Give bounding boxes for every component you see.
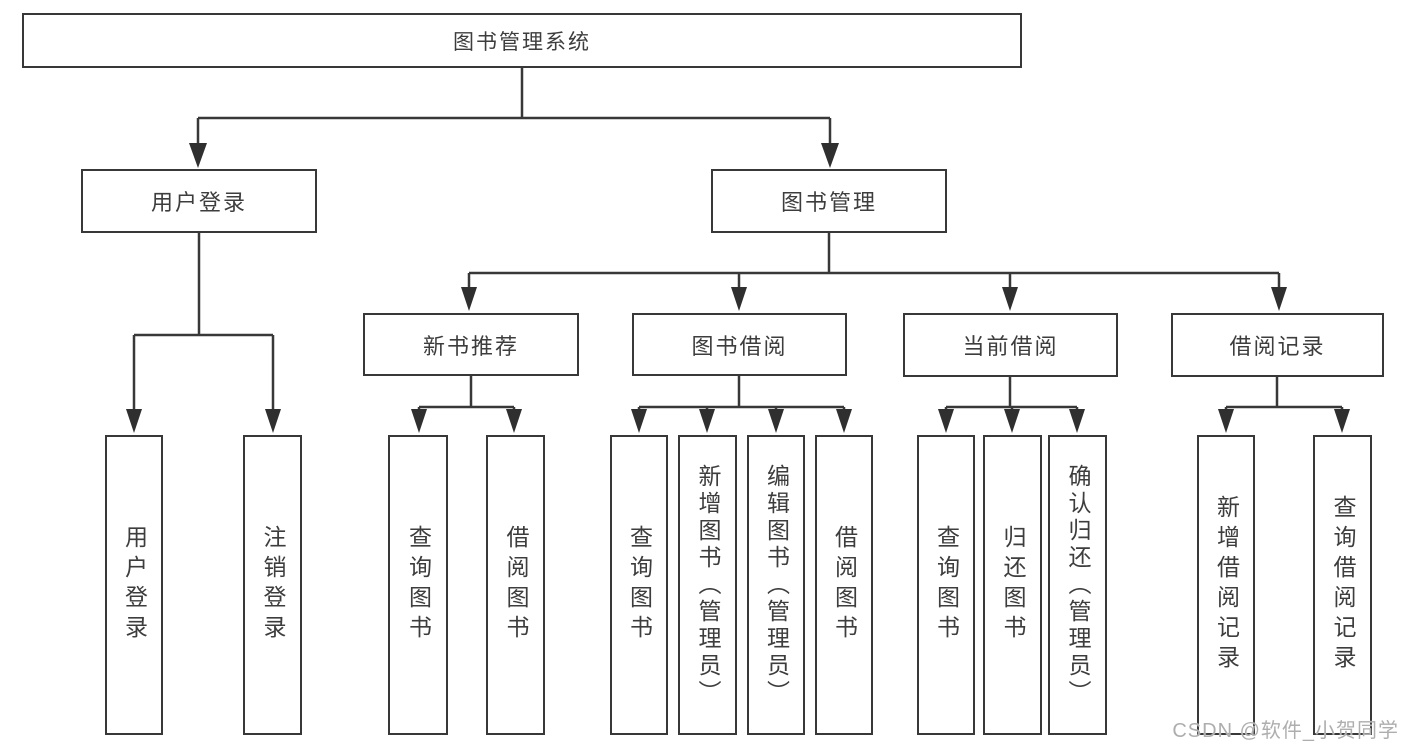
leaf-label: 确认归还（管理员） (1065, 463, 1091, 707)
watermark: CSDN @软件_小贺同学 (1172, 720, 1399, 742)
node-user-login-label: 用户登录 (150, 190, 247, 215)
leaf-label: 注销登录 (260, 525, 286, 645)
connector-root (196, 68, 832, 148)
node-current-borrow-label: 当前借阅 (962, 334, 1059, 359)
leaf-label: 查询借阅记录 (1330, 495, 1356, 675)
leaf-label: 查询图书 (626, 525, 653, 645)
leaf-add-borrow-record: 新增借阅记录 (1197, 435, 1255, 735)
leaf-label: 用户登录 (121, 525, 148, 645)
leaf-label: 归还图书 (1000, 525, 1026, 645)
node-book-management-label: 图书管理 (780, 190, 877, 215)
node-root-label: 图书管理系统 (453, 30, 591, 54)
connector-records (1224, 377, 1344, 413)
node-current-borrow: 当前借阅 (903, 313, 1118, 377)
node-borrow-records: 借阅记录 (1171, 313, 1384, 377)
leaf-borrow-books-2: 借阅图书 (815, 435, 873, 735)
leaf-add-books-admin: 新增图书（管理员） (678, 435, 737, 735)
leaf-query-borrow-record: 查询借阅记录 (1313, 435, 1372, 735)
leaf-query-books-3: 查询图书 (917, 435, 975, 735)
leaf-query-books-2: 查询图书 (610, 435, 668, 735)
node-borrow-records-label: 借阅记录 (1229, 334, 1326, 359)
leaf-label: 查询图书 (933, 525, 960, 645)
leaf-borrow-books-1: 借阅图书 (486, 435, 545, 735)
leaf-confirm-return-admin: 确认归还（管理员） (1048, 435, 1107, 735)
connector-user-login (132, 233, 275, 414)
node-new-book-recommend: 新书推荐 (363, 313, 579, 376)
connector-book-borrow (637, 376, 846, 413)
node-book-management: 图书管理 (711, 169, 947, 233)
leaf-label: 查询图书 (405, 525, 432, 645)
connector-new-book (417, 376, 516, 413)
node-book-borrow-label: 图书借阅 (691, 333, 788, 359)
leaf-label: 编辑图书（管理员） (763, 463, 790, 707)
leaf-logout: 注销登录 (243, 435, 302, 735)
leaf-label: 新增借阅记录 (1213, 495, 1240, 675)
leaf-label: 新增图书（管理员） (695, 463, 721, 707)
leaf-label: 借阅图书 (831, 525, 858, 645)
connector-book-management (467, 233, 1281, 292)
node-new-book-recommend-label: 新书推荐 (422, 333, 519, 359)
leaf-user-login: 用户登录 (105, 435, 163, 735)
leaf-label: 借阅图书 (503, 525, 529, 645)
leaf-return-books: 归还图书 (983, 435, 1042, 735)
node-user-login: 用户登录 (81, 169, 317, 233)
node-book-borrow: 图书借阅 (632, 313, 847, 376)
leaf-query-books-1: 查询图书 (388, 435, 448, 735)
connector-current-borrow (944, 377, 1079, 413)
node-root: 图书管理系统 (22, 13, 1022, 68)
leaf-edit-books-admin: 编辑图书（管理员） (747, 435, 805, 735)
